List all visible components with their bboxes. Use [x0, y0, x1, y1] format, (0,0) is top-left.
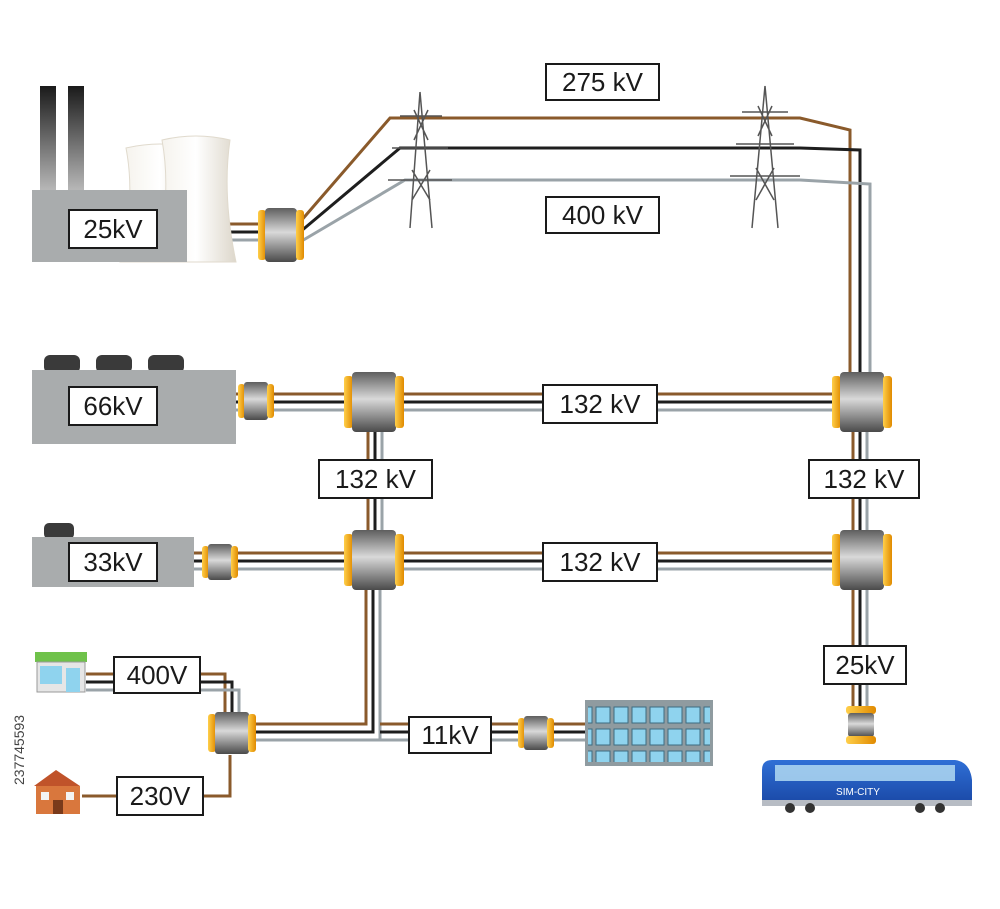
label-line-275kv: 275 kV [545, 63, 660, 101]
shop-building [35, 652, 87, 693]
transformer-bus-mid-left [344, 530, 404, 590]
transformer-rail [846, 706, 876, 744]
transformer-distribution [208, 712, 256, 754]
label-plant-66kv: 66kV [68, 386, 158, 426]
transformer-office [518, 716, 554, 750]
label-riser-132kv-left: 132 kV [318, 459, 433, 499]
label-shop-400v: 400V [113, 656, 201, 694]
label-house-230v: 230V [116, 776, 204, 816]
transmission-tower-left [388, 91, 452, 229]
transformer-bus-top-right [832, 372, 892, 432]
transformer-bus-top-left [344, 372, 404, 432]
label-plant-33kv: 33kV [68, 542, 158, 582]
transmission-tower-right [730, 85, 800, 229]
label-riser-132kv-right: 132 kV [808, 459, 920, 499]
label-bus-132kv-mid: 132 kV [542, 542, 658, 582]
transformers [202, 208, 892, 754]
transformer-66kv-out [238, 382, 274, 420]
label-bus-132kv-top: 132 kV [542, 384, 658, 424]
transformer-33kv-out [202, 544, 238, 580]
train-name: SIM-CITY [836, 787, 880, 798]
train: SIM-CITY [762, 760, 972, 813]
house-building [34, 770, 80, 814]
office-building [585, 700, 713, 766]
side-code: 237745593 [11, 714, 27, 786]
label-line-400kv: 400 kV [545, 196, 660, 234]
label-rail-25kv: 25kV [823, 645, 907, 685]
transformer-plant-25kv [258, 208, 304, 262]
label-plant-25kv: 25kV [68, 209, 158, 249]
label-dist-11kv: 11kV [408, 716, 492, 754]
transformer-bus-mid-right [832, 530, 892, 590]
